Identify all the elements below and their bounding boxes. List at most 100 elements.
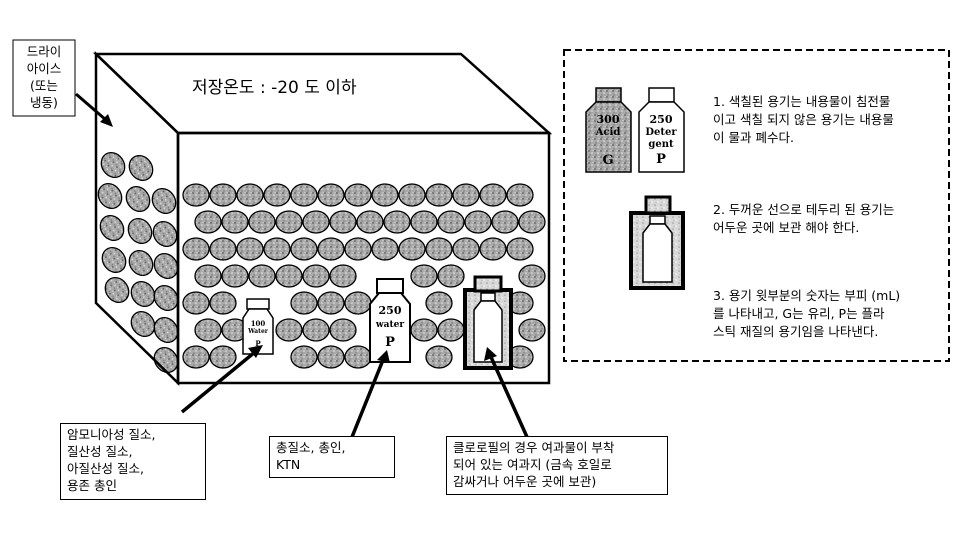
ice-pellet (290, 291, 318, 315)
ice-pellet (518, 318, 546, 342)
legend-detergent-content-1: Deter (645, 127, 677, 138)
ice-pellet (194, 210, 222, 234)
ice-pellet (317, 237, 345, 261)
legend-detergent-content-2: gent (648, 139, 674, 150)
callout-ammonia: 암모니아성 질소, 질산성 질소, 아질산성 질소, 용존 총인 (60, 423, 206, 500)
legend-panel: 300 Acid G 250 Deter gent P (563, 49, 950, 362)
ice-pellet (491, 210, 519, 234)
ice-pellet (290, 237, 318, 261)
ice-pellet (452, 237, 480, 261)
ice-pellet (506, 183, 534, 207)
ice-pellet (398, 237, 426, 261)
arrow-ammonia (180, 350, 257, 414)
legend-detergent-volume: 250 (650, 113, 673, 126)
ice-pellet (104, 276, 130, 304)
ice-pellet (194, 318, 222, 342)
callout-chlorophyll-line-3: 감싸거나 어두운 곳에 보관) (453, 474, 597, 489)
callout-arrows (180, 345, 529, 438)
ice-pellet (302, 210, 330, 234)
ice-pellet (371, 183, 399, 207)
legend-note-3-line-2: 를 나타내고, G는 유리, P는 플라 (713, 306, 885, 321)
ice-pellet (151, 187, 177, 215)
ice-pellet (425, 237, 453, 261)
ice-pellet (130, 280, 156, 308)
ice-pellet (101, 246, 127, 274)
ice-pellet (425, 345, 453, 369)
ice-pellet (344, 345, 372, 369)
legend-note-2: 2. 두꺼운 선으로 테두리 된 용기는 어두운 곳에 보관 해야 한다. (713, 201, 945, 237)
ice-pellet (130, 310, 156, 338)
ice-pellet (410, 318, 438, 342)
ice-pellet (182, 291, 210, 315)
ice-pellet (182, 237, 210, 261)
ice-pellet (437, 210, 465, 234)
ice-pellet (329, 318, 357, 342)
ice-pellet (182, 345, 210, 369)
ice-pellet (290, 183, 318, 207)
storage-box (92, 51, 553, 386)
box-front-face (176, 131, 551, 385)
legend-acid-volume: 300 (597, 113, 620, 126)
arrow-chlorophyll (489, 356, 529, 438)
bottle-100-content: Water (247, 328, 269, 335)
ice-pellet (263, 183, 291, 207)
ice-pellet (263, 237, 291, 261)
ice-pellet (452, 183, 480, 207)
ice-pellet (127, 217, 153, 245)
ice-pellet (302, 264, 330, 288)
legend-acid-material: G (602, 153, 613, 168)
dry-ice-line-1: 드라이 (27, 44, 62, 59)
legend-note-3-line-3: 스틱 재질의 용기임을 나타낸다. (713, 324, 879, 339)
ice-pellet (152, 220, 178, 248)
ice-pellet (209, 183, 237, 207)
storage-temperature-label: 저장온도 : -20 도 이하 (192, 78, 357, 98)
ice-pellet (383, 210, 411, 234)
legend-note-1-line-2: 이고 색칠 되지 않은 용기는 내용물 (713, 112, 894, 127)
ice-pellet (437, 264, 465, 288)
ice-pellet (209, 345, 237, 369)
ice-pellet (99, 214, 125, 242)
ice-pellet (128, 249, 154, 277)
ice-pellet (479, 237, 507, 261)
ice-pellet (398, 183, 426, 207)
bottle-100-volume: 100 (251, 319, 266, 328)
ice-pellet (153, 316, 179, 344)
dry-ice-line-2: 아이스 (27, 61, 62, 76)
ice-pellet (329, 210, 357, 234)
bottle-250-content: water (375, 320, 404, 330)
bottle-100-material: P (255, 339, 261, 348)
ice-pellet (317, 291, 345, 315)
ice-pellet (209, 237, 237, 261)
legend-bottle-dark-storage (629, 195, 685, 290)
bottle-250-water: 250 water P (369, 278, 411, 363)
bottle-250-material: P (385, 335, 395, 350)
ice-pellet (97, 182, 123, 210)
callout-chlorophyll-line-1: 클로로필의 경우 여과물이 부착 (453, 440, 615, 455)
ice-pellet (344, 291, 372, 315)
callout-ammonia-line-2: 질산성 질소, (67, 444, 133, 459)
callout-total-line-1: 총질소, 총인, (276, 440, 346, 455)
bottle-100-water: 100 Water P (242, 298, 274, 355)
ice-pellet (221, 210, 249, 234)
ice-pellet (410, 264, 438, 288)
dry-ice-pellets (97, 151, 546, 374)
ice-pellet (329, 264, 357, 288)
ice-pellet (356, 210, 384, 234)
ice-pellet (479, 183, 507, 207)
callout-ammonia-line-4: 용존 총인 (67, 478, 117, 493)
ice-pellet (425, 291, 453, 315)
ice-pellet (437, 318, 465, 342)
ice-pellet (425, 183, 453, 207)
legend-note-2-line-1: 2. 두꺼운 선으로 테두리 된 용기는 (713, 202, 895, 217)
ice-pellet (275, 210, 303, 234)
ice-pellet (275, 318, 303, 342)
callout-ammonia-line-1: 암모니아성 질소, (67, 427, 156, 442)
dry-ice-line-3: (또는 (30, 78, 58, 93)
ice-pellet (344, 237, 372, 261)
callout-total: 총질소, 총인, KTN (269, 436, 395, 478)
dry-ice-arrow (75, 92, 113, 127)
ice-pellet (410, 210, 438, 234)
callout-ammonia-line-3: 아질산성 질소, (67, 461, 144, 476)
ice-pellet (302, 318, 330, 342)
ice-pellet (153, 252, 179, 280)
